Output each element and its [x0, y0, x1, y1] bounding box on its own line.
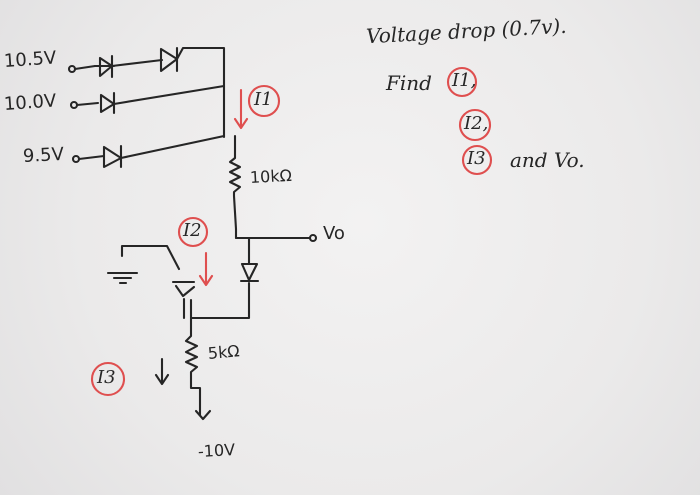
output-terminal: [308, 233, 318, 243]
input-wire-10-0v-right: [112, 84, 226, 106]
circuit-i1-label: I1: [254, 89, 273, 110]
input-voltage-9-5v: 9.5V: [22, 143, 65, 167]
resistor-10k-label: 10kΩ: [249, 165, 293, 187]
diode-right-lower: [239, 262, 260, 283]
resistor-5k: [184, 316, 202, 417]
i2-current-arrow-icon: [198, 251, 214, 287]
problem-i2-label: I2,: [464, 113, 489, 134]
diode-left-lower: [171, 280, 196, 320]
input-voltage-10-0v: 10.0V: [3, 90, 57, 115]
problem-tail: and Vo.: [510, 148, 585, 172]
input-voltage-10-5v: 10.5V: [3, 47, 57, 72]
problem-i3-circle: [461, 144, 493, 176]
problem-i1-label: I1,: [452, 70, 477, 91]
input-wire-9-5v-right: [119, 134, 226, 160]
problem-i1-circle: [446, 66, 478, 98]
circuit-i2-label: I2: [183, 220, 202, 241]
input-wire-10-5v-right: [175, 46, 226, 139]
ground-icon: [106, 271, 139, 285]
i3-circle: [90, 361, 126, 397]
input-wire-10-5v-left: [73, 64, 97, 71]
diode-top-2: [159, 46, 179, 73]
output-to-lower-node: [234, 227, 251, 266]
circuit-i3-label: I3: [97, 367, 116, 388]
ground-branch-wire: [120, 244, 181, 271]
i1-current-arrow-icon: [233, 88, 249, 130]
input-wire-10-5v-middle: [110, 58, 164, 68]
input-wire-9-5v-left: [77, 154, 106, 161]
input-wire-10-0v-left: [75, 101, 100, 107]
find-label: Find: [386, 71, 432, 95]
right-lower-wire: [189, 281, 251, 320]
i3-current-arrow-icon: [154, 357, 170, 386]
diode-middle: [99, 91, 116, 115]
diode-bottom: [102, 144, 123, 169]
resistor-5k-label: 5kΩ: [207, 341, 241, 363]
i1-circle: [247, 84, 281, 118]
output-label: Vo: [323, 223, 345, 244]
supply-arrow-icon: [194, 409, 212, 421]
problem-i3-label: I3: [467, 148, 486, 169]
problem-i2-circle: [458, 108, 492, 142]
i2-circle: [177, 216, 209, 248]
resistor-10k: [228, 134, 242, 231]
supply-label: -10V: [197, 440, 236, 461]
